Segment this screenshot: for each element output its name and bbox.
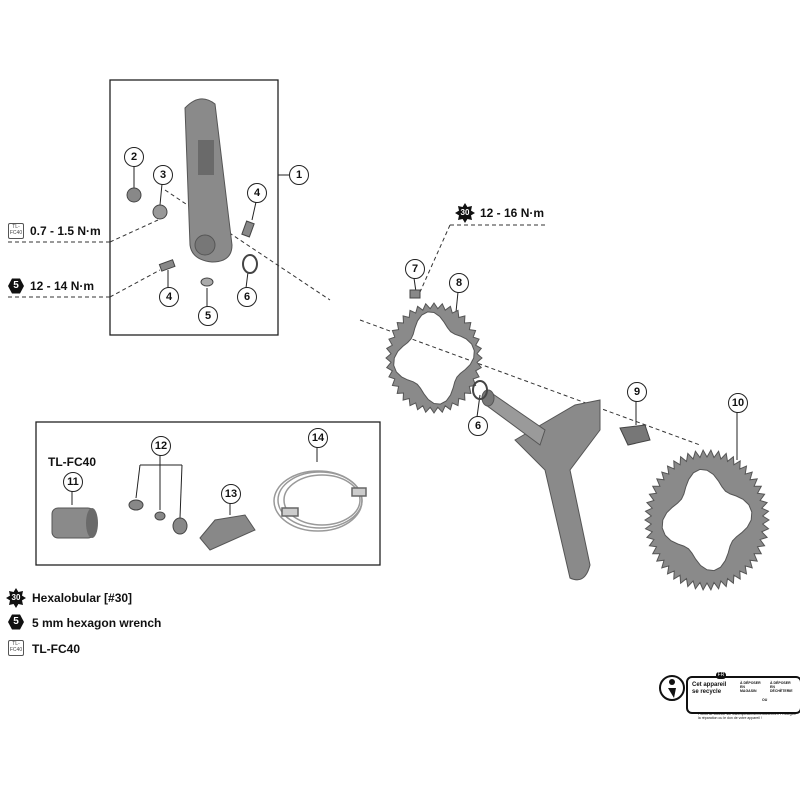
tool-box-label: TL-FC40 bbox=[48, 455, 96, 469]
callout-7: 7 bbox=[405, 259, 425, 279]
accessory-group-box bbox=[35, 421, 381, 566]
legend-hexalobular: Hexalobular [#30] bbox=[32, 591, 133, 605]
right-crank-arm bbox=[481, 389, 601, 581]
torque-star: 12 - 16 N·m bbox=[480, 206, 545, 220]
inner-chainring bbox=[385, 302, 483, 414]
tl-fc40-tool-icon: TL-FC40 bbox=[8, 223, 24, 239]
callout-11: 11 bbox=[63, 472, 83, 492]
callout-6: 6 bbox=[468, 416, 488, 436]
tool-icon: TL-FC40 bbox=[8, 640, 24, 656]
callout-4: 4 bbox=[159, 287, 179, 307]
callout-14: 14 bbox=[308, 428, 328, 448]
callout-5: 5 bbox=[198, 306, 218, 326]
drop-center-text: À DÉPOSER EN DÉCHÈTERIE bbox=[770, 681, 793, 693]
leader-lines bbox=[8, 189, 701, 446]
callout-6: 6 bbox=[237, 287, 257, 307]
outer-chainring bbox=[644, 448, 770, 592]
callout-12: 12 bbox=[151, 436, 171, 456]
recycle-box bbox=[686, 676, 800, 714]
hexalobular-star-icon: 30 bbox=[455, 203, 475, 223]
callout-1: 1 bbox=[289, 165, 309, 185]
hexalobular-star-icon: 30 bbox=[6, 588, 26, 608]
fr-badge: FR bbox=[716, 672, 726, 679]
small-parts-right bbox=[409, 289, 651, 446]
callout-8: 8 bbox=[449, 273, 469, 293]
recycle-logo: FR Cet appareil se recycle À DÉPOSER EN … bbox=[658, 668, 800, 722]
torque-hex: 12 - 14 N·m bbox=[30, 279, 95, 293]
recycle-main-text: Cet appareil se recycle bbox=[692, 682, 727, 695]
callout-10: 10 bbox=[728, 393, 748, 413]
triman-logo bbox=[659, 675, 685, 701]
small-parts-left bbox=[126, 187, 258, 287]
sensor-cover bbox=[199, 514, 256, 551]
callout-2: 2 bbox=[124, 147, 144, 167]
drop-store-text: À DÉPOSER EN MAGASIN bbox=[740, 681, 761, 693]
tl-fc40-tool bbox=[51, 507, 98, 539]
callout-9: 9 bbox=[627, 382, 647, 402]
or-text: OU bbox=[762, 698, 768, 702]
recycle-fine-print: Points de collecte sur www.quefairedemes… bbox=[698, 712, 797, 720]
hexagon-icon: 5 bbox=[8, 614, 24, 630]
legend-tool: TL-FC40 bbox=[32, 642, 80, 656]
left-crank-arm bbox=[184, 98, 233, 263]
torque-tl: 0.7 - 1.5 N·m bbox=[30, 224, 101, 238]
callout-4: 4 bbox=[247, 183, 267, 203]
hexagon-icon: 5 bbox=[8, 278, 24, 294]
usb-cable bbox=[273, 470, 367, 532]
caps-and-washers bbox=[128, 499, 188, 535]
left-crank-group-box bbox=[109, 79, 279, 336]
legend-hexagon: 5 mm hexagon wrench bbox=[32, 616, 162, 630]
callout-13: 13 bbox=[221, 484, 241, 504]
callout-3: 3 bbox=[153, 165, 173, 185]
